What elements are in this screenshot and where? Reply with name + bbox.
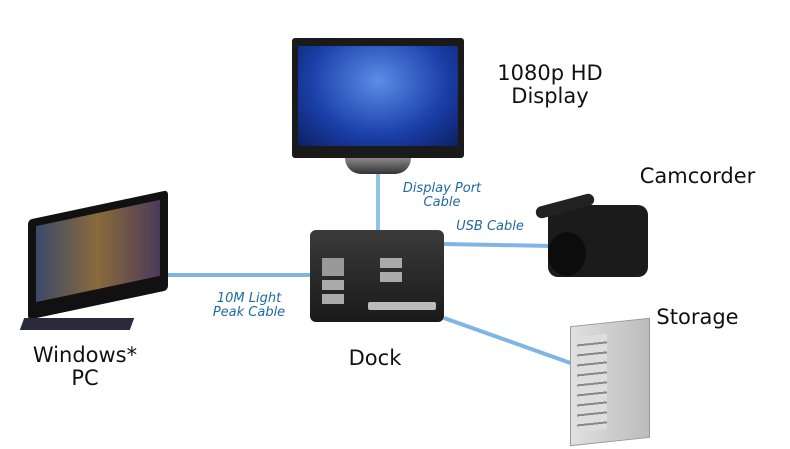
usb-cable <box>443 242 553 248</box>
pc-label-line1: Windows* <box>32 343 138 367</box>
light-peak-label-line1: 10M Light <box>216 291 282 306</box>
usb-port <box>380 258 402 268</box>
usb-port <box>322 280 344 290</box>
display-label: 1080p HD Display <box>480 62 620 108</box>
display-screen <box>298 46 458 146</box>
drive-bays <box>577 333 607 433</box>
light-peak-label-line2: Peak Cable <box>212 305 286 320</box>
display-label-line2: Display <box>511 84 589 108</box>
ethernet-port <box>322 258 344 276</box>
usb-port <box>322 294 344 304</box>
display-port-cable-label: Display Port Cable <box>384 182 500 210</box>
dock-label: Dock <box>348 346 402 370</box>
dock-device <box>310 230 444 322</box>
display-stand <box>345 158 411 174</box>
pc-label: Windows* PC <box>20 344 150 390</box>
usb-cable-label: USB Cable <box>456 219 524 234</box>
light-peak-cable-label: 10M Light Peak Cable <box>198 292 300 320</box>
display-port-label-line2: Cable <box>423 195 461 210</box>
pc-screen <box>36 199 160 303</box>
pc-keyboard <box>19 318 135 330</box>
usb-port <box>380 272 402 282</box>
display-label-line1: 1080p HD <box>497 61 603 85</box>
storage-cable <box>443 316 591 372</box>
pc-label-line2: PC <box>71 366 99 390</box>
display-monitor <box>292 38 464 158</box>
camcorder-label: Camcorder <box>639 164 756 188</box>
camcorder-lens <box>548 232 586 276</box>
storage-device <box>570 317 650 447</box>
docking-connector <box>368 302 436 310</box>
display-port-label-line1: Display Port <box>402 181 482 196</box>
storage-label: Storage <box>656 305 739 329</box>
